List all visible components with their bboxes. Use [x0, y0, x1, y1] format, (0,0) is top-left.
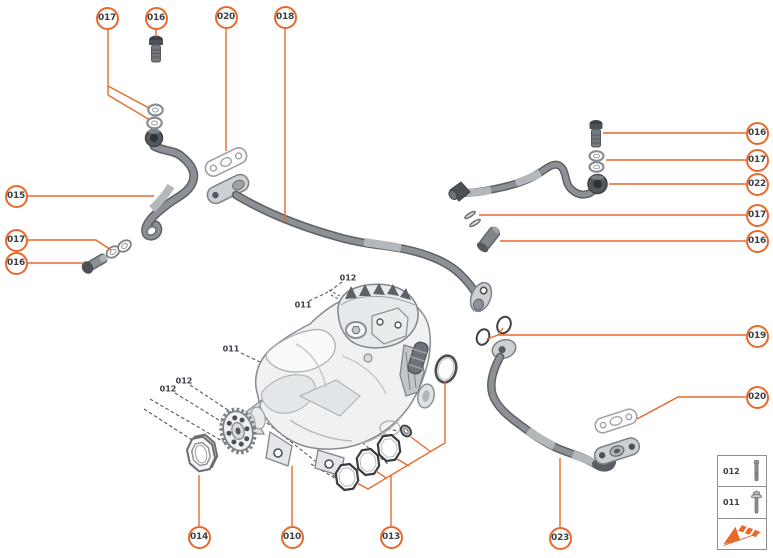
- o-ring-large-013: [434, 354, 458, 384]
- legend-item-012[interactable]: 012: [718, 456, 766, 488]
- pump-sprocket: [219, 407, 257, 455]
- part-label-012: 012: [159, 384, 177, 394]
- callout-016[interactable]: 016: [745, 229, 769, 253]
- gasket-020-top: [204, 147, 248, 177]
- callout-017[interactable]: 017: [4, 228, 28, 252]
- o-rings-019: [475, 315, 512, 346]
- legend-box: 012 011: [717, 455, 767, 550]
- callout-016[interactable]: 016: [745, 121, 769, 145]
- callout-017[interactable]: 017: [745, 203, 769, 227]
- stud-bolt-icon: [753, 459, 760, 481]
- callout-010[interactable]: 010: [280, 525, 304, 549]
- oil-return-pipe-023: [487, 338, 617, 472]
- callout-020[interactable]: 020: [214, 5, 238, 29]
- seal-washers-017-left: [105, 239, 132, 259]
- union-bolt-016-right-lower: [476, 226, 501, 253]
- callout-017[interactable]: 017: [95, 6, 119, 30]
- oil-return-pipe-018: [206, 173, 493, 313]
- callout-leader-lines: [27, 28, 746, 527]
- legend-label-011: 011: [723, 497, 740, 507]
- part-label-011: 011: [222, 344, 240, 354]
- callout-014[interactable]: 014: [187, 525, 211, 549]
- callout-013[interactable]: 013: [379, 525, 403, 549]
- legend-nav-arrow[interactable]: [718, 519, 766, 549]
- part-label-012: 012: [339, 273, 357, 283]
- legend-item-011[interactable]: 011: [718, 487, 766, 519]
- bolt-016-top: [149, 35, 163, 63]
- callout-020[interactable]: 020: [745, 385, 769, 409]
- bolt-016-right: [589, 120, 603, 148]
- banjo-bolt-016-left: [81, 253, 108, 274]
- flange-bolt-icon: [751, 490, 762, 514]
- callout-017[interactable]: 017: [745, 148, 769, 172]
- callout-016[interactable]: 016: [144, 6, 168, 30]
- callout-022[interactable]: 022: [745, 172, 769, 196]
- oil-pipe-015: [141, 128, 199, 241]
- part-label-012: 012: [175, 376, 193, 386]
- part-label-011: 011: [294, 300, 312, 310]
- callout-023[interactable]: 023: [548, 526, 572, 550]
- oil-pipe-022: [448, 160, 608, 202]
- seal-washers-017-right-lower: [464, 210, 481, 228]
- callout-016[interactable]: 016: [4, 251, 28, 275]
- flange-023: [593, 437, 641, 465]
- orange-arrow-icon: [723, 524, 761, 546]
- callout-015[interactable]: 015: [4, 184, 28, 208]
- oil-pump-010: [241, 283, 435, 477]
- octagonal-seals-013: [334, 433, 402, 492]
- gasket-020-right: [594, 408, 638, 434]
- callout-019[interactable]: 019: [745, 324, 769, 348]
- seal-small-013: [399, 424, 413, 438]
- seal-washers-017-right-upper: [588, 150, 605, 173]
- seal-ring-014: [185, 433, 219, 473]
- callout-018[interactable]: 018: [273, 5, 297, 29]
- legend-label-012: 012: [723, 466, 740, 476]
- seal-washers-017-top: [146, 103, 164, 130]
